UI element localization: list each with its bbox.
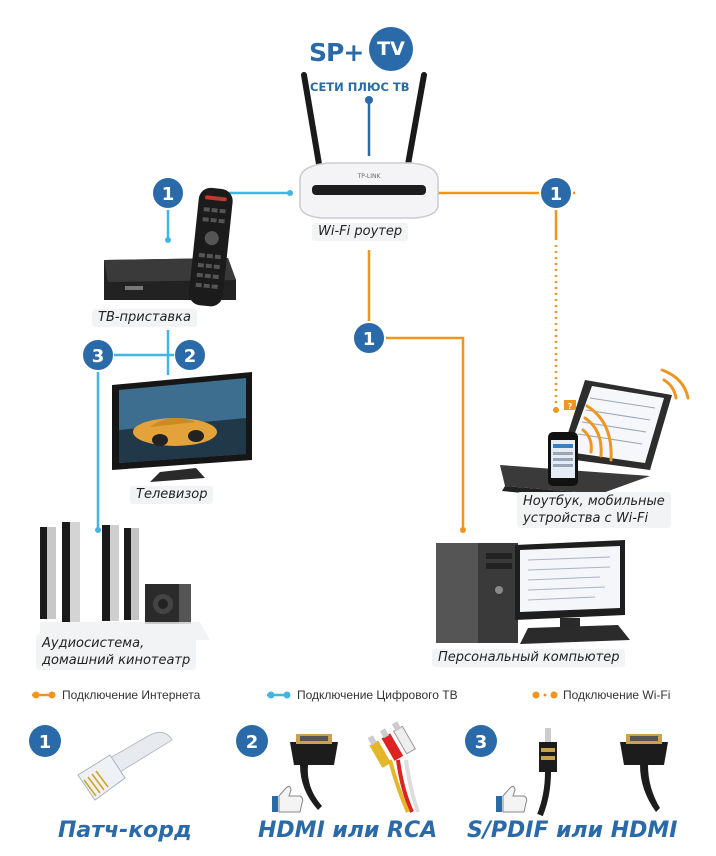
inet-dot-pc bbox=[460, 527, 466, 533]
badge-1-tvbox: 1 bbox=[151, 176, 185, 210]
thumbs-up-icon bbox=[272, 785, 304, 813]
television-image bbox=[112, 372, 252, 482]
tv-label: Телевизор bbox=[130, 486, 214, 504]
tv-dot-audio bbox=[95, 527, 101, 533]
svg-text:2: 2 bbox=[246, 732, 259, 753]
tv-dot-router bbox=[287, 190, 293, 196]
legend-tv-marker bbox=[267, 691, 291, 699]
badge-1-wifi: 1 bbox=[539, 176, 573, 210]
svg-text:1: 1 bbox=[162, 184, 175, 205]
laptop-image: ? bbox=[500, 380, 672, 500]
hdmi-cable-2-image bbox=[620, 734, 668, 812]
pc-label: Персональный компьютер bbox=[432, 649, 626, 667]
badge-3-audio: 3 bbox=[81, 338, 115, 372]
svg-text:1: 1 bbox=[39, 732, 52, 753]
svg-text:3: 3 bbox=[92, 346, 105, 367]
spdif-cable-image bbox=[537, 728, 557, 817]
patch-cord-image bbox=[77, 731, 173, 801]
logo-link-dot bbox=[365, 96, 373, 104]
logo-sp: SP+ bbox=[309, 38, 364, 67]
router-label: Wi-Fi роутер bbox=[312, 223, 409, 241]
laptop-label-line1: Ноутбук, мобильные bbox=[523, 494, 665, 509]
legend-wifi-marker bbox=[532, 691, 558, 699]
audio-system-image bbox=[40, 522, 210, 640]
tv-dot-box bbox=[165, 237, 171, 243]
caption-patch-cord: Патч-корд bbox=[58, 818, 192, 843]
caption-hdmi-rca: HDMI или RCA bbox=[258, 818, 438, 843]
thumbs-up-icon-2 bbox=[496, 785, 528, 813]
pc-image bbox=[436, 540, 630, 644]
legend-wifi: Подключение Wi-Fi bbox=[563, 688, 671, 702]
phone-image bbox=[548, 432, 578, 486]
router-image: TP-LINK bbox=[299, 72, 439, 219]
legend-digital-tv: Подключение Цифрового ТВ bbox=[297, 688, 458, 702]
remote-image bbox=[188, 187, 233, 307]
badge-2-tv: 2 bbox=[173, 338, 207, 372]
rca-cable-image bbox=[367, 721, 420, 813]
wifi-waves-icon bbox=[581, 368, 690, 462]
badge-1-pc: 1 bbox=[352, 321, 386, 355]
svg-text:1: 1 bbox=[550, 184, 563, 205]
audio-label: Аудиосистема, домашний кинотеатр bbox=[36, 634, 197, 670]
logo-subtitle: СЕТИ ПЛЮС ТВ bbox=[310, 80, 410, 94]
svg-text:1: 1 bbox=[363, 329, 376, 350]
cable-badge-3: 3 bbox=[465, 725, 497, 757]
hdmi-cable-image bbox=[290, 734, 338, 810]
svg-text:3: 3 bbox=[475, 732, 488, 753]
legend-internet-marker bbox=[32, 691, 56, 699]
cable-badge-1: 1 bbox=[29, 725, 61, 757]
audio-label-line1: Аудиосистема, bbox=[42, 636, 145, 651]
logo-tv-badge: TV bbox=[369, 27, 413, 71]
laptop-label-line2: устройства с Wi-Fi bbox=[523, 511, 649, 526]
svg-text:?: ? bbox=[568, 402, 573, 411]
tv-box-label: ТВ-приставка bbox=[92, 309, 197, 327]
audio-label-line2: домашний кинотеатр bbox=[42, 653, 191, 668]
svg-text:2: 2 bbox=[184, 346, 197, 367]
svg-text:TP-LINK: TP-LINK bbox=[357, 173, 382, 180]
caption-spdif-hdmi: S/PDIF или HDMI bbox=[467, 818, 678, 843]
legend-internet: Подключение Интернета bbox=[62, 688, 201, 702]
cable-badge-2: 2 bbox=[236, 725, 268, 757]
laptop-label: Ноутбук, мобильные устройства с Wi-Fi bbox=[517, 492, 671, 528]
wifi-dot bbox=[553, 407, 559, 413]
